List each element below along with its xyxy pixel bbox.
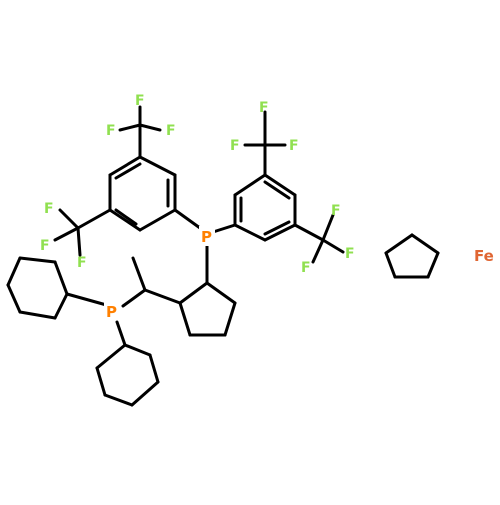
left-aryl-top-cf3 bbox=[118, 105, 162, 159]
bond-ring-ch bbox=[143, 288, 182, 305]
atom-fluorine: F bbox=[230, 138, 240, 154]
fluorine-labels: F F F F F F F F F F F F bbox=[40, 93, 355, 276]
cyclohexyl-top-ring bbox=[6, 256, 69, 320]
bond-p-cyclohexyl-bottom bbox=[115, 320, 127, 347]
atom-fluorine: F bbox=[44, 201, 54, 217]
label-backgrounds bbox=[104, 226, 215, 320]
bond-lines bbox=[6, 105, 440, 407]
atom-fluorine: F bbox=[40, 238, 50, 254]
left-aryl-bottom-cf3 bbox=[53, 208, 112, 257]
atom-fluorine: F bbox=[289, 138, 299, 154]
atom-iron: Fe bbox=[474, 247, 494, 265]
atom-phosphorus-diaryl: P bbox=[201, 228, 212, 246]
bond-p-cyclohexyl-top bbox=[65, 292, 112, 308]
atom-fluorine: F bbox=[166, 123, 176, 139]
atom-fluorine: F bbox=[106, 123, 116, 139]
atom-fluorine: F bbox=[259, 100, 269, 116]
bond-aryl-p-right bbox=[211, 223, 237, 234]
right-aryl-bottom-cf3 bbox=[293, 213, 345, 264]
phosphorus-labels: P P bbox=[106, 228, 212, 321]
bond-aryl-p-left bbox=[173, 208, 202, 230]
cyclopentane-ring bbox=[178, 281, 237, 337]
atom-fluorine: F bbox=[77, 255, 87, 271]
atom-fluorine: F bbox=[345, 246, 355, 262]
atom-fluorine: F bbox=[331, 203, 341, 219]
right-aryl-ring bbox=[233, 173, 297, 242]
atom-phosphorus-dicyclohexyl: P bbox=[106, 303, 117, 321]
atom-fluorine: F bbox=[301, 260, 311, 276]
left-aryl-ring bbox=[108, 155, 177, 232]
bond-methyl bbox=[131, 256, 147, 292]
bond-ch-p bbox=[121, 288, 147, 308]
cyclohexyl-bottom-ring bbox=[95, 343, 160, 407]
atom-fluorine: F bbox=[135, 93, 145, 109]
right-aryl-top-cf3 bbox=[243, 110, 287, 177]
cyclopentadienyl-ring bbox=[384, 233, 440, 279]
